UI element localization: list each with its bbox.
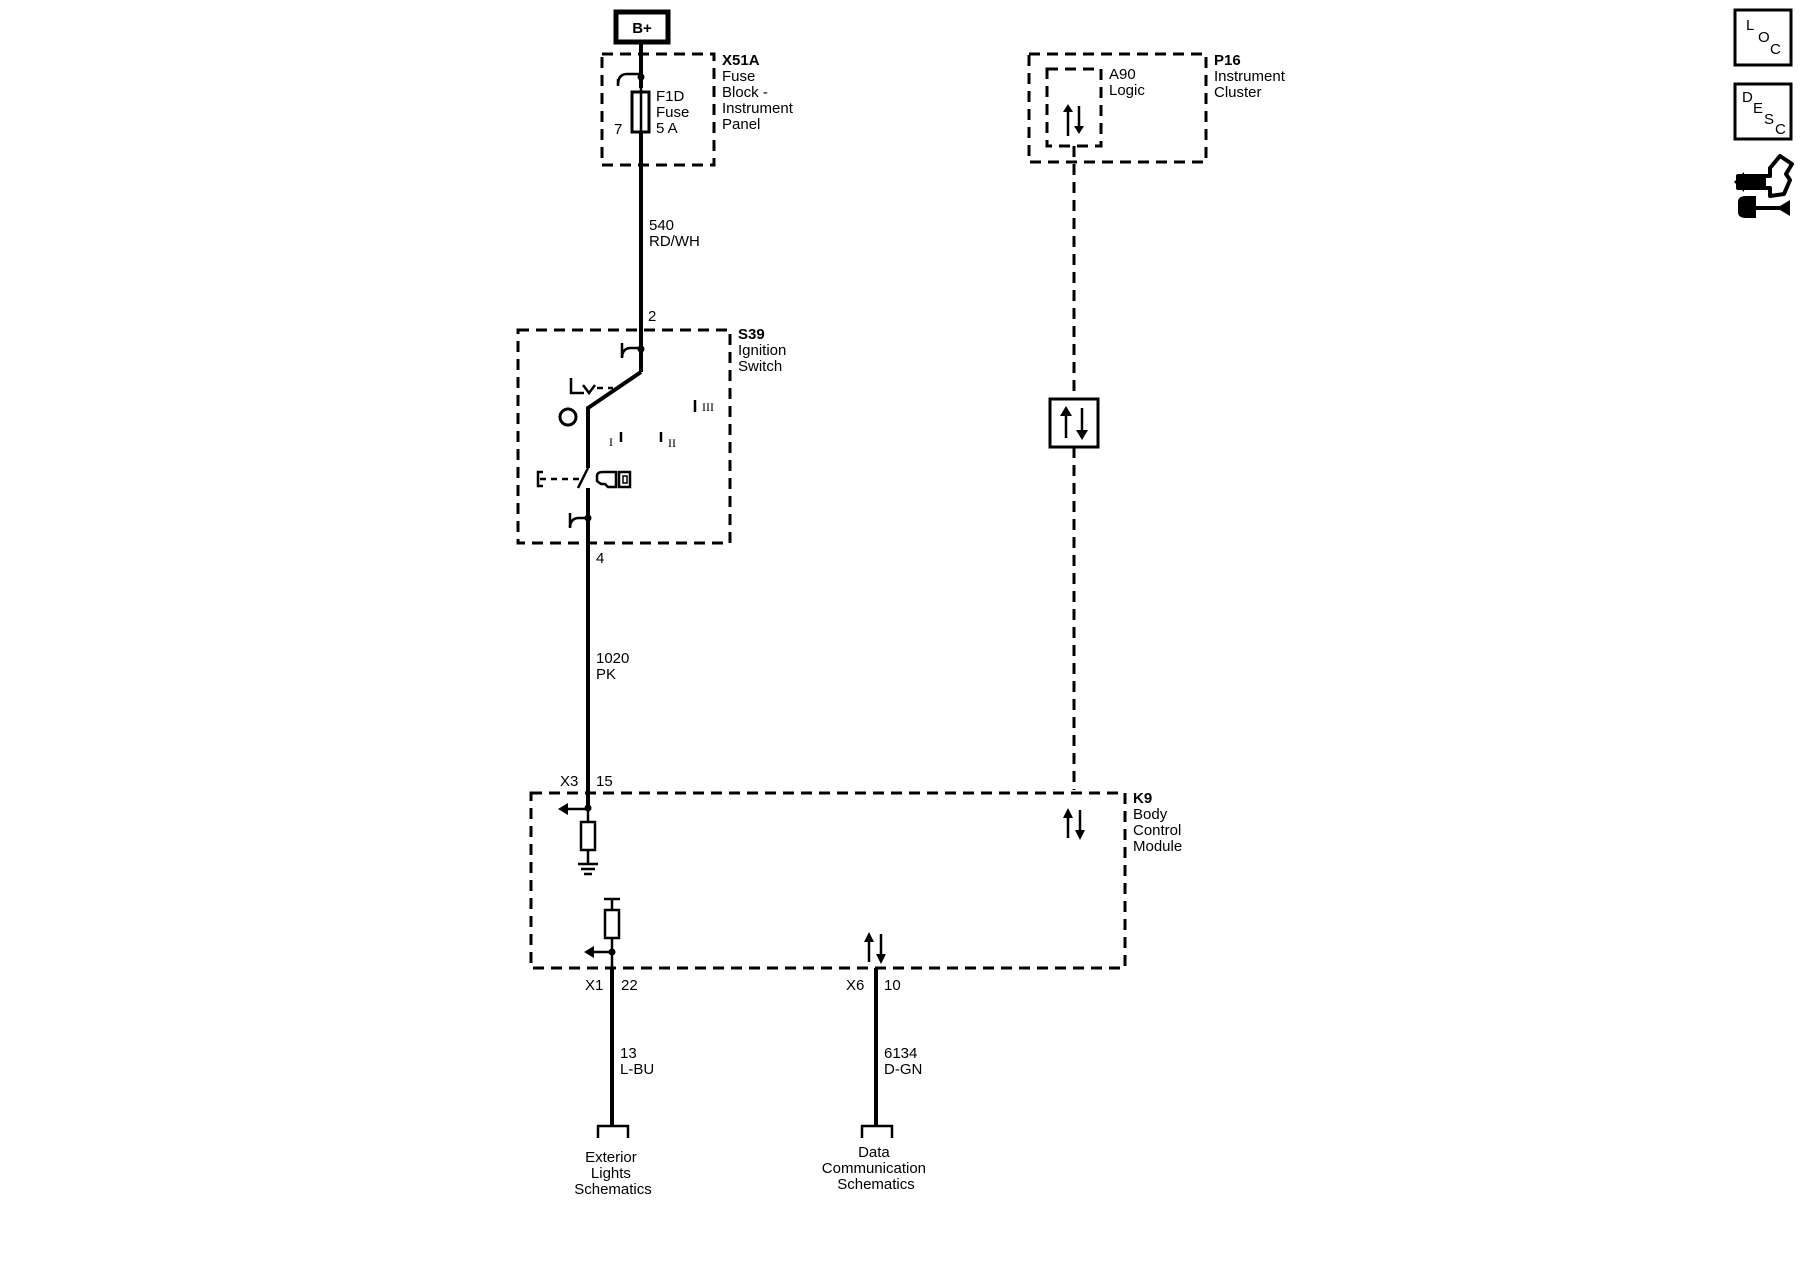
wire-1020-color: PK (596, 666, 616, 683)
svg-text:1020 PK: 1020 PK (596, 650, 634, 683)
svg-text:540 RD/WH: 540 RD/WH (649, 217, 700, 250)
ignition-position: III (702, 400, 714, 414)
ignition-position: II (668, 436, 676, 450)
wire-6134-color: D-GN (884, 1061, 922, 1078)
wire-540-circuit: 540 (649, 217, 674, 234)
fuse-block-name-line: Panel (722, 116, 760, 133)
logic-ref: A90 (1109, 66, 1136, 83)
ignition-switch-name-line: Switch (738, 358, 782, 375)
svg-text:F1D Fuse 5 A: F1D Fuse 5 A (656, 88, 694, 137)
wire-540-color: RD/WH (649, 233, 700, 250)
svg-text:13 L-BU: 13 L-BU (620, 1045, 654, 1078)
ignition-pin-out: 4 (596, 550, 604, 567)
data-bidirectional-icon (1063, 104, 1084, 136)
bcm-connector-x3: X3 (560, 773, 578, 790)
pull-down-resistor-icon (579, 820, 597, 852)
fuse-block-name-line: Block - (722, 84, 768, 101)
ref-exterior-line: Schematics (574, 1181, 652, 1198)
wire-1020-circuit: 1020 (596, 650, 629, 667)
ground-icon (578, 862, 598, 876)
ignition-switch-ref: S39 (738, 326, 765, 343)
desc-letter: S (1764, 111, 1774, 128)
bcm-name-line: Control (1133, 822, 1181, 839)
fuse-block-pin: 7 (614, 121, 622, 138)
ignition-switch-s39: 2 4 I II III S39 (516, 308, 791, 567)
bcm-connector-x1: X1 (585, 977, 603, 994)
fuse-block-name-line: Instrument (722, 100, 794, 117)
bcm-pin-10: 10 (884, 977, 901, 994)
instrument-cluster-ref: P16 (1214, 52, 1241, 69)
fuse-name-line: Fuse (656, 104, 689, 121)
ref-exterior-lights: Exterior Lights Schematics (574, 1149, 652, 1198)
battery-positive-label: B+ (632, 20, 652, 37)
location-button[interactable]: L O C (1733, 8, 1793, 67)
diagnostic-tools-icon[interactable] (1734, 154, 1794, 218)
bcm-connector-x6: X6 (846, 977, 864, 994)
logic-name: Logic (1109, 82, 1145, 99)
instrument-cluster-name-line: Cluster (1214, 84, 1262, 101)
svg-text:A90 Logic: A90 Logic (1109, 66, 1145, 99)
ref-data-line: Schematics (837, 1176, 915, 1193)
bcm-pin-22: 22 (621, 977, 638, 994)
desc-letter: C (1775, 121, 1786, 138)
fuse-rating: 5 A (656, 120, 678, 137)
loc-letter: C (1770, 41, 1781, 58)
bcm-data-comm-icon (864, 932, 886, 964)
ref-data-line: Data (858, 1144, 890, 1161)
fuse-block-x51a: 7 F1D Fuse 5 A X51A Fuse Block - Instrum… (600, 52, 797, 167)
wire-13-color: L-BU (620, 1061, 654, 1078)
svg-text:S39 Ignition Switc: S39 Ignition Switch (738, 326, 791, 375)
ref-exterior-line: Exterior (585, 1149, 637, 1166)
bcm-ref: K9 (1133, 790, 1152, 807)
svg-text:K9 Body Control: K9 Body Control Module (1133, 790, 1186, 855)
desc-letter: D (1742, 89, 1753, 106)
svg-text:X51A Fuse Block -: X51A Fuse Block - Instrument Panel (722, 52, 797, 133)
instrument-cluster-name-line: Instrument (1214, 68, 1286, 85)
serial-data-icon (1048, 397, 1100, 449)
bcm-name-line: Module (1133, 838, 1182, 855)
exterior-lights-connector-icon (596, 1124, 630, 1138)
wire-13-circuit: 13 (620, 1045, 637, 1062)
svg-text:P16 Instrument Clu: P16 Instrument Cluster (1214, 52, 1289, 101)
loc-letter: O (1758, 29, 1770, 46)
fuse-block-ref: X51A (722, 52, 760, 69)
body-control-module-k9: X3 15 X1 22 X6 10 (529, 773, 1186, 994)
bcm-serial-data-icon (1063, 808, 1085, 840)
key-icon (595, 470, 632, 489)
svg-text:6134 D-GN: 6134 D-GN (884, 1045, 922, 1078)
desc-letter: E (1753, 100, 1763, 117)
fuse-name-line: F1D (656, 88, 685, 105)
bcm-name-line: Body (1133, 806, 1168, 823)
ignition-pin-in: 2 (648, 308, 656, 325)
bcm-pin-15: 15 (596, 773, 613, 790)
wire-6134-circuit: 6134 (884, 1045, 917, 1062)
loc-letter: L (1746, 17, 1754, 34)
ref-data-communication: Data Communication Schematics (822, 1144, 930, 1193)
output-driver-icon (603, 908, 621, 940)
data-comm-connector-icon (860, 1124, 894, 1138)
ref-exterior-line: Lights (591, 1165, 631, 1182)
ignition-position: I (609, 435, 613, 449)
ref-data-line: Communication (822, 1160, 926, 1177)
ignition-switch-name-line: Ignition (738, 342, 786, 359)
battery-positive-source: B+ (613, 9, 671, 45)
instrument-cluster-p16: A90 Logic P16 Instrument Cluster (1027, 52, 1289, 164)
fuse-block-name-line: Fuse (722, 68, 755, 85)
description-button[interactable]: D E S C (1733, 82, 1793, 141)
